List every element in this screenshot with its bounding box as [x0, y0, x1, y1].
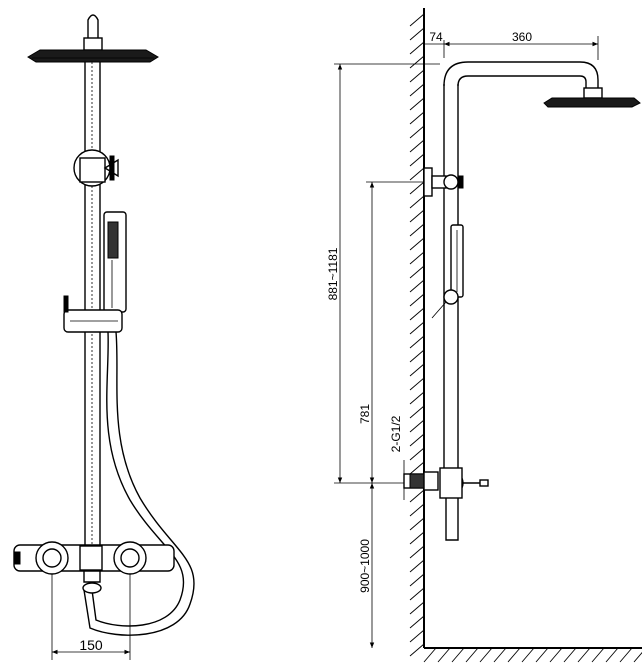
wall-hatch-line [409, 111, 425, 125]
arm-dim-label: 360 [512, 30, 532, 44]
floor-hatch-line [507, 647, 521, 663]
wall-hatch-line [409, 391, 425, 405]
wall-hatch-line [409, 615, 425, 629]
top-dimensions: 74 360 [424, 30, 599, 60]
side-riser [443, 61, 599, 480]
wall-hatch-line [409, 349, 425, 363]
wall-hatch-line [409, 307, 425, 321]
slide-holder [63, 295, 123, 333]
wall-hatch-line [409, 41, 425, 55]
wall-hatch-line [409, 643, 425, 657]
floor-hatch-line [423, 647, 437, 663]
hand-shower [103, 211, 127, 313]
width-dim-label: 150 [79, 637, 103, 653]
offset-dim-label: 74 [429, 30, 443, 44]
floor-hatch-line [521, 647, 535, 663]
floor-hatch-line [563, 647, 577, 663]
wall-hatch-line [409, 97, 425, 111]
wall-hatch-line [409, 363, 425, 377]
wall-hatch-line [409, 279, 425, 293]
front-view: 150 [13, 14, 195, 660]
floor-hatch-line [549, 647, 563, 663]
wall-hatch-line [409, 517, 425, 531]
floor-dimension: 900~1000 [358, 483, 375, 648]
wall-hatch-line [409, 503, 425, 517]
rain-shower-head [27, 14, 159, 63]
wall-hatch-line [409, 461, 425, 475]
side-view: 74 360 881~1181 781 2-G1/2 900~1000 [326, 8, 642, 663]
wall-hatch-line [409, 195, 425, 209]
wall-hatch-line [409, 419, 425, 433]
bracket-dim-label: 781 [358, 404, 372, 424]
side-rain-head [543, 87, 641, 108]
inlet-dim-label: 2-G1/2 [389, 415, 403, 452]
wall-hatch-line [409, 153, 425, 167]
wall-hatch-line [409, 69, 425, 83]
wall-hatch-line [409, 531, 425, 545]
side-mixer [403, 467, 489, 541]
floor-hatch-line [493, 647, 507, 663]
wall-hatch-line [409, 181, 425, 195]
floor-hatch-line [591, 647, 605, 663]
floor-hatch-line [451, 647, 465, 663]
wall-hatch-line [409, 405, 425, 419]
floor-hatch-line [633, 651, 642, 663]
height-range-label: 881~1181 [326, 247, 340, 300]
floor-hatch-line [535, 647, 549, 663]
width-dimension: 150 [51, 574, 131, 660]
wall-hatch-line [409, 125, 425, 139]
wall-hatch-line [409, 447, 425, 461]
wall-hatch-line [409, 251, 425, 265]
floor-hatch-line [479, 647, 493, 663]
wall-hatch-line [409, 335, 425, 349]
wall-hatch-line [409, 13, 425, 27]
wall-hatch-line [409, 237, 425, 251]
side-hand-shower [431, 224, 464, 319]
wall-hatch-line [409, 55, 425, 69]
inlet-label: 2-G1/2 [389, 415, 405, 500]
wall-hatch-line [409, 601, 425, 615]
riser-pipe [84, 62, 101, 548]
floor-dim-label: 900~1000 [358, 539, 372, 593]
floor-hatch-line [619, 647, 633, 663]
thermostatic-mixer [13, 541, 175, 594]
wall-hatch-line [409, 27, 425, 41]
floor-hatch-line [465, 647, 479, 663]
wall [409, 8, 642, 663]
wall-hatch-line [409, 293, 425, 307]
wall-hatch-line [409, 321, 425, 335]
wall-bracket [73, 149, 119, 187]
wall-hatch-line [409, 209, 425, 223]
height-range-dimension: 881~1181 [326, 63, 440, 484]
wall-hatch-line [409, 377, 425, 391]
bracket-dimension: 781 [358, 181, 424, 483]
wall-hatch-line [409, 489, 425, 503]
wall-hatch-line [409, 83, 425, 97]
floor-hatch-line [577, 647, 591, 663]
wall-hatch-line [409, 629, 425, 643]
wall-hatch-line [409, 587, 425, 601]
wall-hatch-line [409, 433, 425, 447]
floor-hatch-line [437, 647, 451, 663]
floor-hatch-line [605, 647, 619, 663]
wall-hatch-line [409, 167, 425, 181]
wall-hatch-line [409, 559, 425, 573]
wall-hatch-line [409, 545, 425, 559]
wall-hatch-line [409, 223, 425, 237]
wall-hatch-line [409, 573, 425, 587]
wall-hatch-line [409, 139, 425, 153]
wall-hatch-line [409, 265, 425, 279]
